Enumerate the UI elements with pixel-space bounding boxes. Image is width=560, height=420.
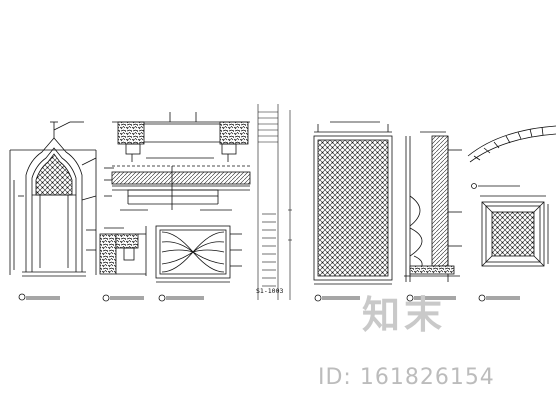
curved-panel-elevation (155, 225, 242, 302)
square-stone-plan (478, 195, 549, 302)
watermark-logo: 知末 (362, 293, 447, 337)
watermark-id: ID: 161826154 (318, 365, 495, 390)
plan-section (104, 112, 252, 169)
stone-panel-elevation (313, 121, 393, 302)
notes-column (257, 104, 292, 300)
arch-elevation (9, 121, 97, 301)
ceiling-section (104, 166, 251, 211)
wall-detail (99, 226, 147, 302)
panel-section (404, 131, 462, 302)
drawing-code-label: S1-1003 (256, 287, 284, 295)
curved-molding-detail (467, 125, 557, 189)
